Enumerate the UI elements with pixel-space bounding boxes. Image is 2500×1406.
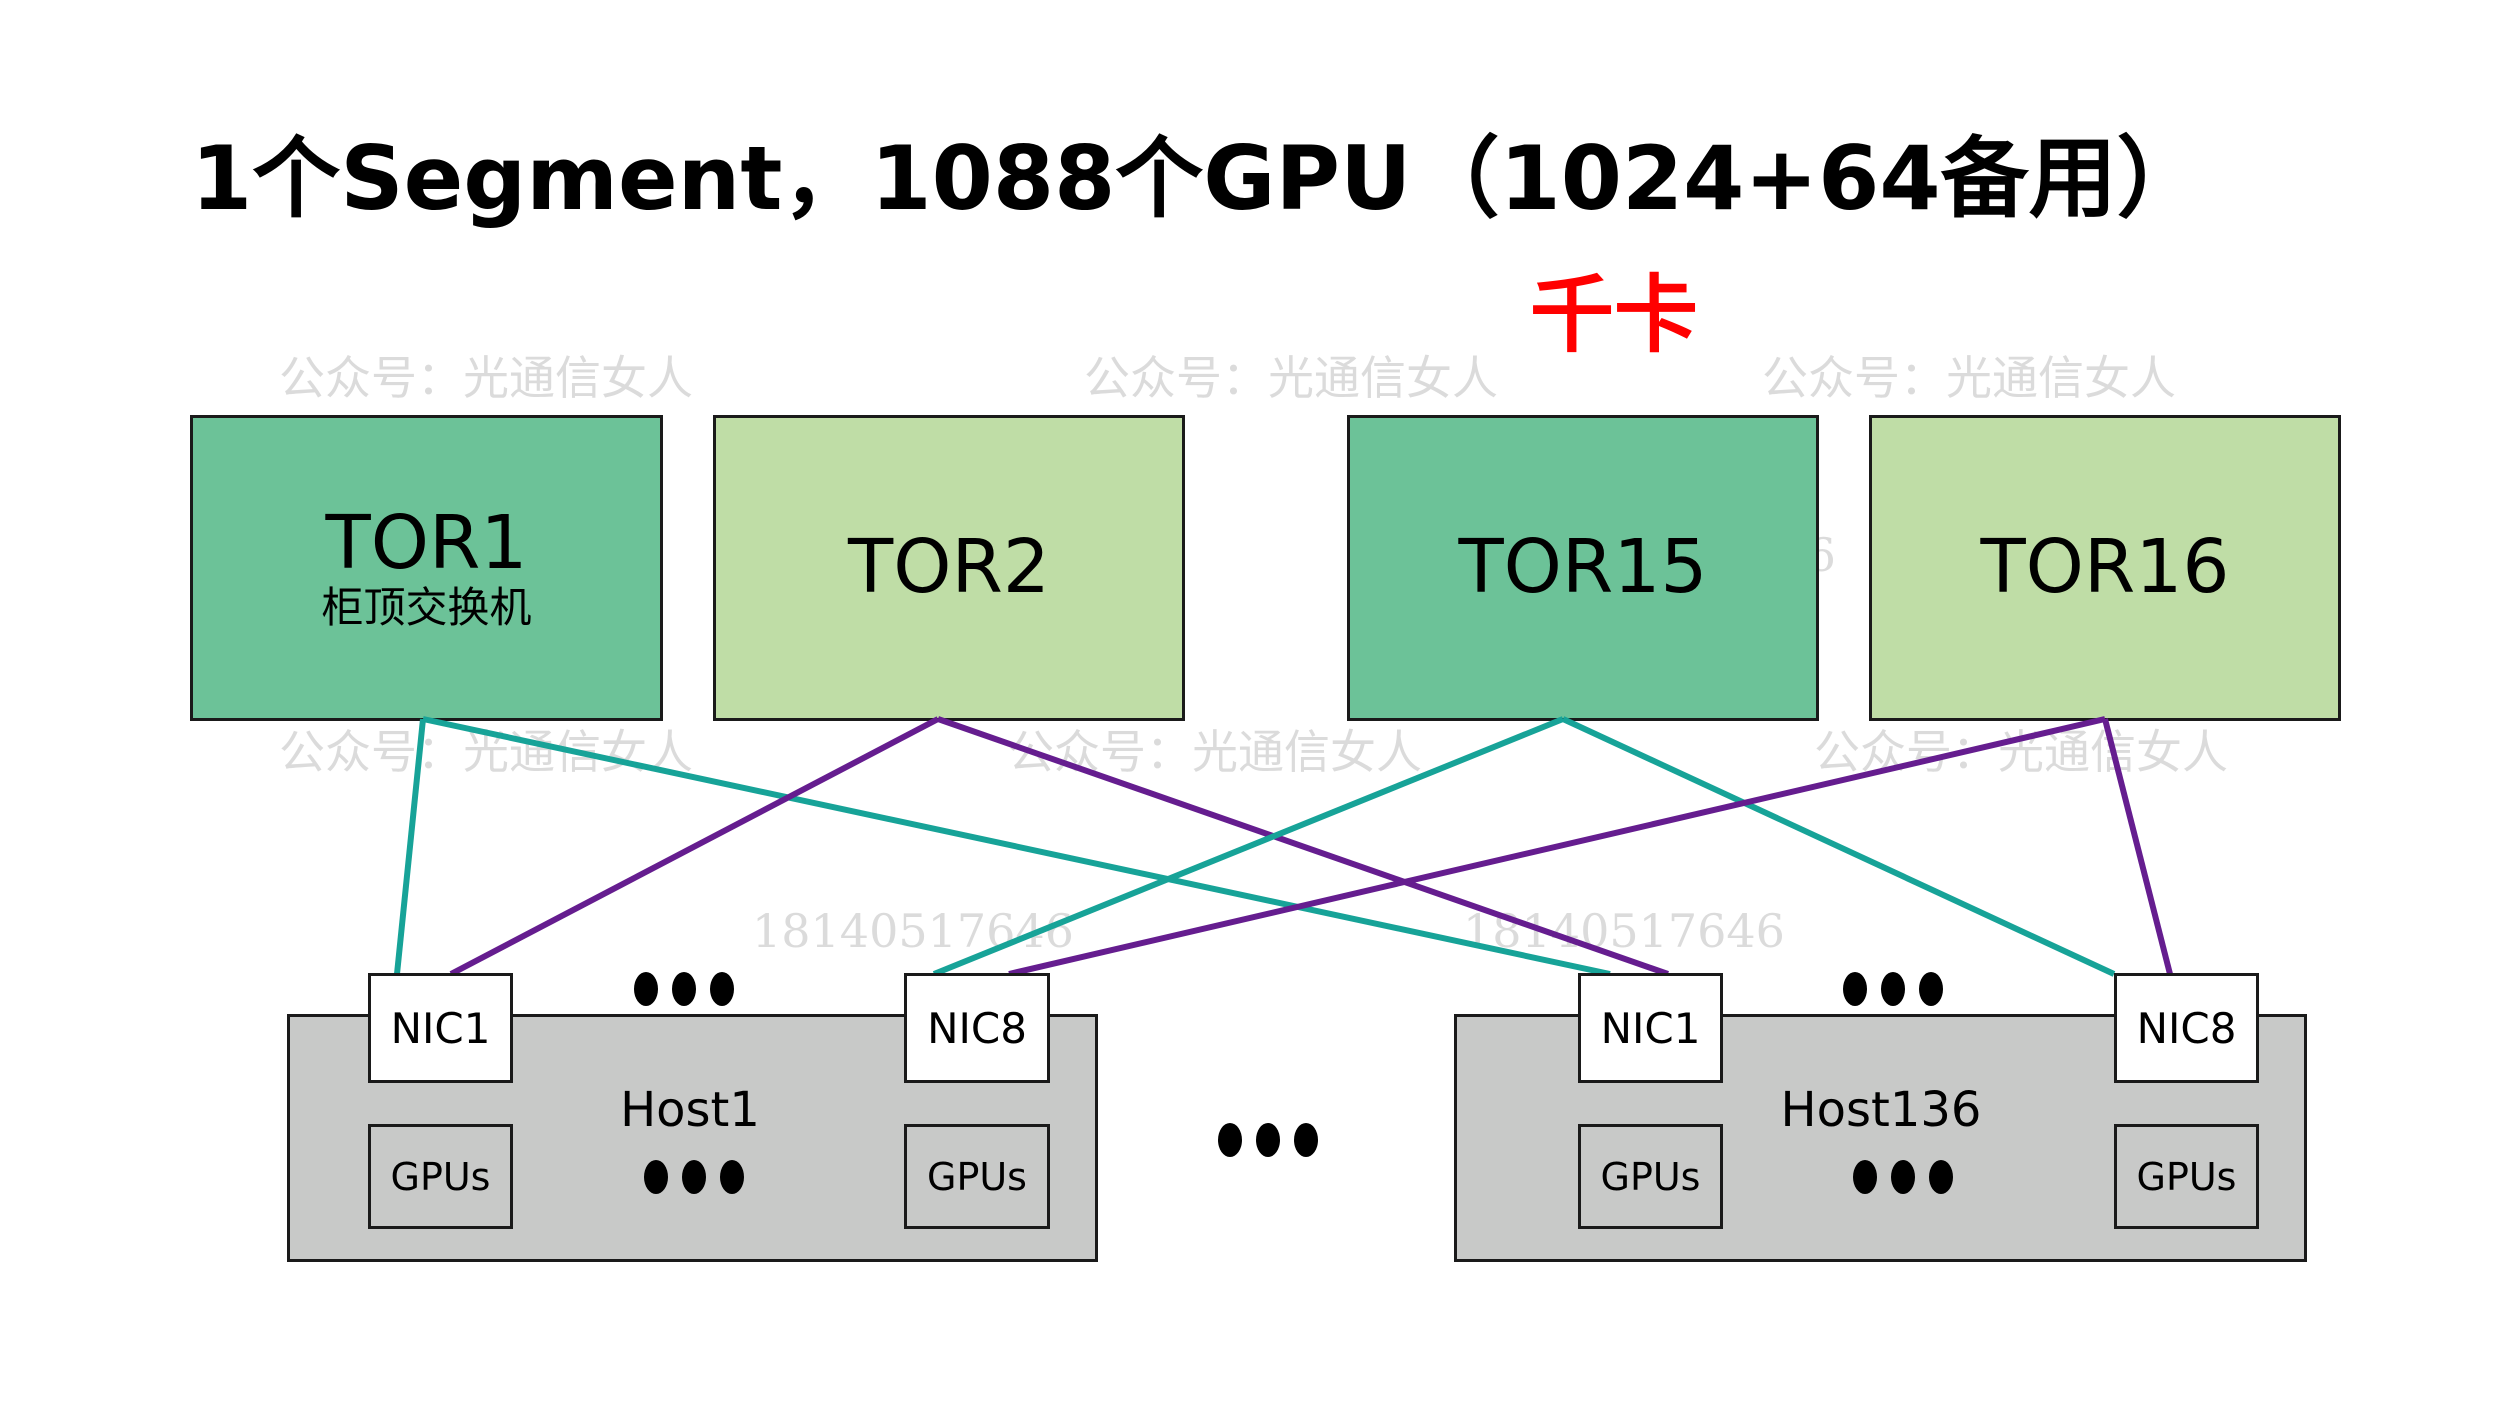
link-tor15-host136-nic8 [1561,716,2116,977]
nic-8-host-136: NIC8 [2114,973,2259,1083]
nic-1-host-136: NIC1 [1578,973,1723,1083]
ellipsis-gpus-host-136 [1853,1160,1953,1194]
tor-switch-1: TOR1 柜顶交换机 [190,415,663,721]
tor-name: TOR2 [848,524,1050,611]
link-tor16-host136-nic8 [2102,718,2173,975]
page-title: 1个Segment，1088个GPU（1024+64备用） [191,127,2205,230]
subtitle-thousand-cards: 千卡 [1530,266,1699,364]
host-label: Host1 [620,1082,760,1138]
tor-switch-2: TOR2 [713,415,1185,721]
ellipsis-hosts [1218,1123,1318,1157]
nic-1-host-1: NIC1 [368,973,513,1083]
tor-name: TOR15 [1458,524,1708,611]
tor-name: TOR1 [325,500,528,587]
gpus-box: GPUs [368,1124,513,1229]
host-label: Host136 [1780,1082,1982,1138]
nic-8-host-1: NIC8 [904,973,1050,1083]
gpus-box: GPUs [904,1124,1050,1229]
ellipsis-gpus-host-1 [644,1160,744,1194]
tor-name: TOR16 [1980,524,2230,611]
gpus-box: GPUs [2114,1124,2259,1229]
link-tor2-host136-nic1 [937,716,1669,977]
link-tor16-host1-nic8 [1008,716,2106,977]
ellipsis-nics-host-136 [1843,972,1943,1006]
link-tor2-host1-nic1 [449,716,940,977]
link-tor1-host136-nic1 [422,716,1611,977]
gpus-box: GPUs [1578,1124,1723,1229]
link-tor1-host1-nic1 [394,718,426,975]
ellipsis-nics-host-1 [634,972,734,1006]
tor-switch-15: TOR15 [1347,415,1819,721]
link-tor15-host1-nic8 [932,716,1565,977]
tor-description: 柜顶交换机 [321,582,532,632]
